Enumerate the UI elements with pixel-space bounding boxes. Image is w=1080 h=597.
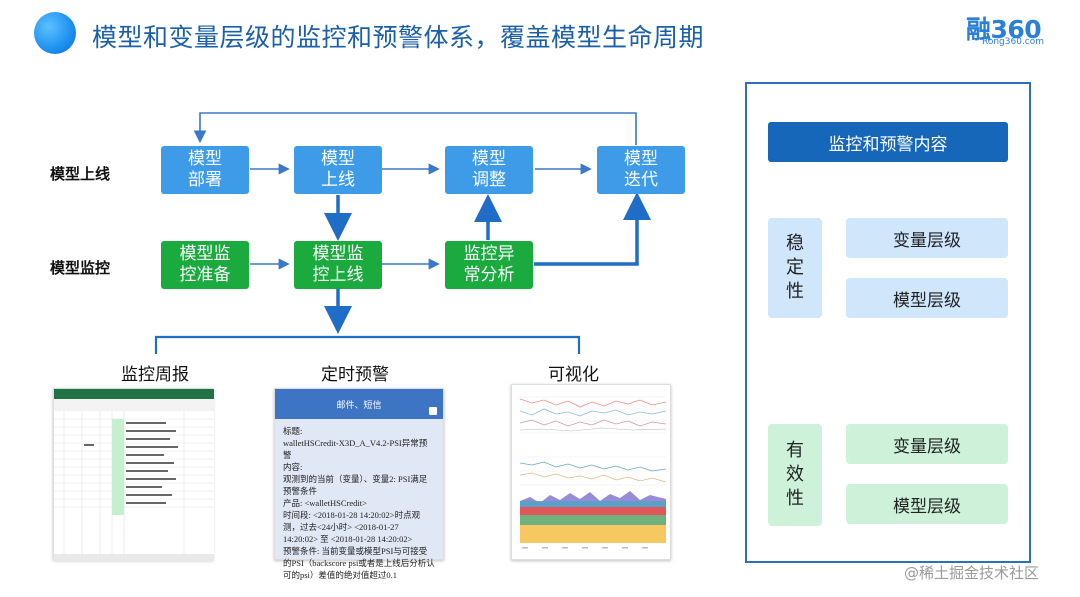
watermark: @稀土掘金技术社区 — [904, 564, 1040, 582]
visualization-charts-image — [519, 396, 667, 549]
node-anomaly-analysis: 监控异 常分析 — [445, 241, 533, 289]
alert-doc-header: 邮件、短信 — [275, 389, 443, 419]
title-bullet-icon — [34, 12, 76, 54]
stability-model-level: 模型层级 — [846, 278, 1008, 318]
spreadsheet-image — [54, 389, 214, 561]
brand-logo-url: Rong360.com — [982, 37, 1045, 47]
row-label-monitor: 模型监控 — [50, 259, 111, 277]
panel-heading: 监控和预警内容 — [768, 122, 1008, 162]
output-label-timed-alert: 定时预警 — [321, 365, 389, 385]
output-label-weekly-report: 监控周报 — [121, 365, 189, 385]
node-model-adjust: 模型 调整 — [445, 146, 533, 194]
weekly-report-thumbnail — [53, 388, 214, 561]
output-label-visualization: 可视化 — [548, 365, 599, 385]
timed-alert-thumbnail: 邮件、短信 标题: walletHSCredit-X3D_A_V4.2-PSI异… — [274, 388, 444, 580]
effectiveness-model-level: 模型层级 — [846, 484, 1008, 524]
stability-variable-level: 变量层级 — [846, 218, 1008, 258]
row-label-online: 模型上线 — [50, 165, 111, 183]
node-model-iterate: 模型 迭代 — [597, 146, 685, 194]
alert-doc-header-text: 邮件、短信 — [336, 400, 382, 411]
dropdown-icon — [429, 407, 437, 415]
category-stability: 稳 定 性 — [768, 218, 822, 318]
output-bracket — [154, 335, 581, 354]
node-model-deploy: 模型 部署 — [161, 146, 249, 194]
node-monitor-prep: 模型监 控准备 — [161, 241, 249, 289]
node-model-launch: 模型 上线 — [294, 146, 382, 194]
effectiveness-variable-level: 变量层级 — [846, 424, 1008, 464]
arrow-anomaly-iterate — [534, 192, 651, 266]
visualization-thumbnail — [511, 384, 671, 560]
alert-doc-body: 标题: walletHSCredit-X3D_A_V4.2-PSI异常预警 内容… — [283, 426, 435, 580]
node-monitor-launch: 模型监 控上线 — [294, 241, 382, 289]
brand-logo: 融360 — [966, 15, 1042, 44]
category-effectiveness: 有 效 性 — [768, 424, 822, 526]
page-title: 模型和变量层级的监控和预警体系，覆盖模型生命周期 — [92, 23, 705, 52]
loop-arrow — [193, 112, 637, 145]
